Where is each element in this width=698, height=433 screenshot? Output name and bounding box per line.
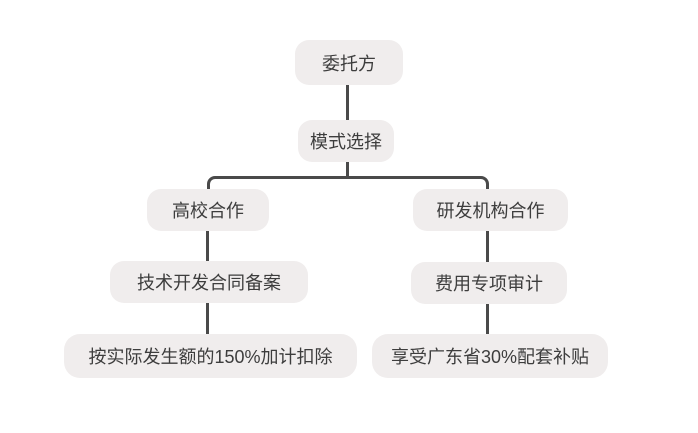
node-expense-special-audit-label: 费用专项审计 bbox=[435, 274, 543, 294]
node-guangdong-30-percent-subsidy: 享受广东省30%配套补贴 bbox=[372, 334, 608, 378]
node-client-label: 委托方 bbox=[322, 53, 376, 74]
node-guangdong-30-percent-subsidy-label: 享受广东省30%配套补贴 bbox=[390, 347, 590, 367]
node-tech-contract-filing: 技术开发合同备案 bbox=[110, 261, 308, 303]
node-client: 委托方 bbox=[295, 40, 403, 85]
node-expense-special-audit: 费用专项审计 bbox=[411, 262, 567, 304]
node-tech-contract-filing-label: 技术开发合同备案 bbox=[137, 273, 281, 293]
connector-branch-bar bbox=[207, 176, 489, 194]
node-university-cooperation-label: 高校合作 bbox=[172, 201, 244, 221]
node-150-percent-deduction: 按实际发生额的150%加计扣除 bbox=[64, 334, 357, 378]
node-150-percent-deduction-label: 按实际发生额的150%加计扣除 bbox=[88, 347, 333, 367]
connector-mode-stem bbox=[346, 161, 349, 177]
node-rd-institution-cooperation: 研发机构合作 bbox=[413, 189, 568, 231]
node-mode-selection-label: 模式选择 bbox=[310, 132, 382, 152]
node-mode-selection: 模式选择 bbox=[298, 120, 394, 162]
node-rd-institution-cooperation-label: 研发机构合作 bbox=[436, 201, 545, 221]
connector-root-to-mode bbox=[346, 84, 349, 121]
node-university-cooperation: 高校合作 bbox=[147, 189, 269, 231]
